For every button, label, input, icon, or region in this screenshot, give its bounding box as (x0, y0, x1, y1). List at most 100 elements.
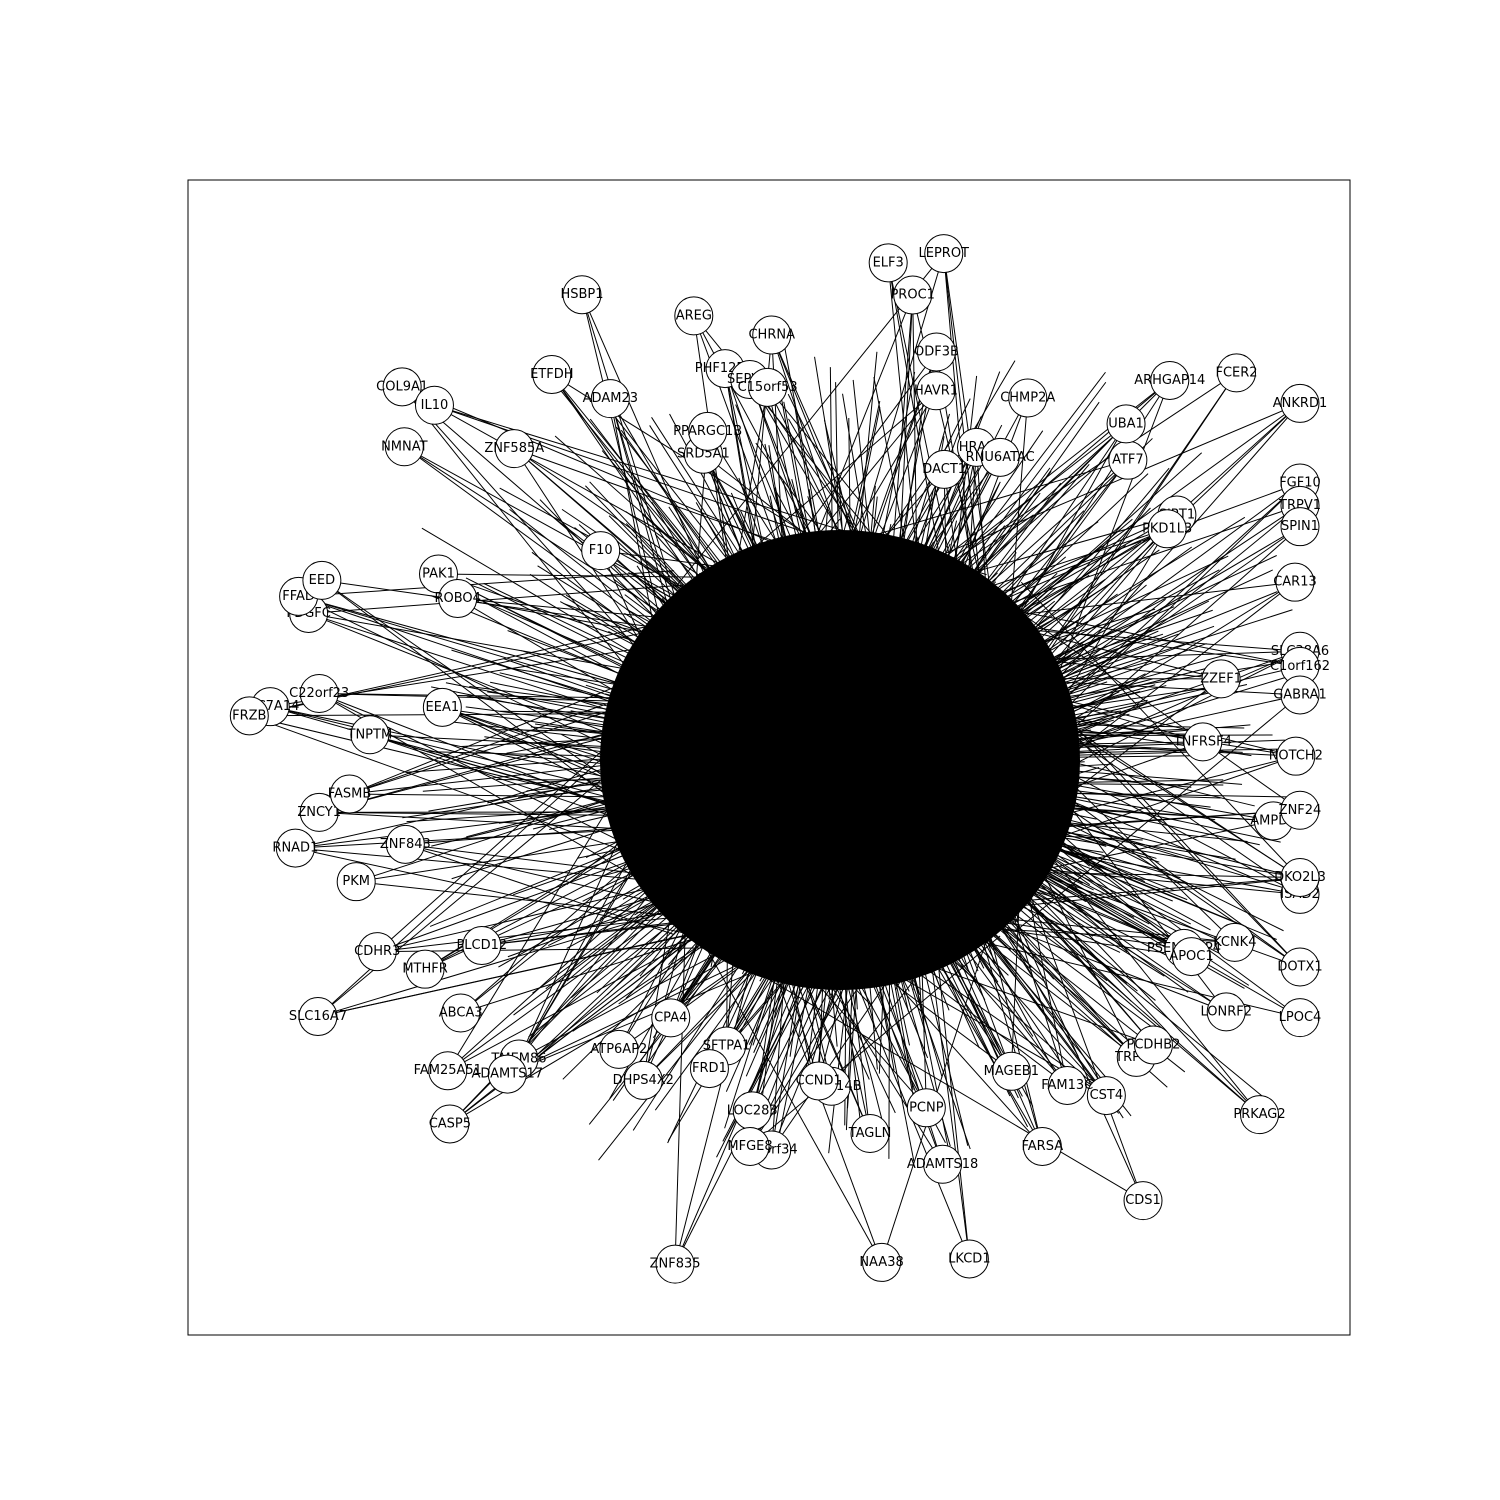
node-label: EEA1 (426, 700, 460, 715)
graph-node: ETFDH (530, 355, 573, 395)
graph-edge (922, 719, 1114, 769)
node-circle (1206, 992, 1246, 1032)
graph-edge (878, 766, 1211, 808)
graph-edge (873, 862, 914, 1090)
graph-edge (796, 937, 801, 960)
graph-edge (838, 477, 856, 735)
node-circle (1106, 404, 1146, 444)
graph-edge (904, 721, 1101, 762)
graph-edge (900, 643, 1207, 752)
graph-edge (871, 775, 1094, 937)
graph-edge (679, 764, 847, 947)
graph-node: CPA4 (651, 998, 691, 1038)
node-circle (1022, 1126, 1062, 1166)
node-label: ATF7 (1112, 453, 1144, 468)
node-circle (438, 579, 478, 619)
node-label: GABRA1 (1273, 687, 1327, 702)
node-circle (924, 234, 964, 274)
node-label: EED (309, 573, 335, 588)
graph-edge (520, 850, 767, 1074)
graph-edge (913, 924, 965, 971)
graph-edge (654, 533, 820, 719)
node-label: F10 (589, 543, 613, 558)
node-label: ZZEF1 (1200, 671, 1242, 686)
graph-node: ZNF843 (380, 824, 431, 864)
graph-edge (545, 833, 748, 990)
graph-node: MAGEB1 (984, 1051, 1039, 1091)
graph-edge (914, 798, 1239, 951)
node-label: LKCD1 (948, 1251, 990, 1266)
graph-edge (880, 775, 1097, 820)
graph-edge (461, 735, 658, 748)
graph-edge (828, 799, 840, 1000)
plot-frame (187, 179, 1351, 1336)
node-circle (1275, 562, 1315, 602)
graph-edge (434, 719, 802, 762)
graph-edge (986, 889, 1121, 953)
graph-edge (847, 860, 867, 1109)
graph-edge (889, 820, 1053, 1024)
graph-edge (745, 946, 803, 1077)
graph-edge (890, 811, 1073, 1080)
node-circle (906, 1088, 946, 1128)
graph-edge (667, 606, 822, 729)
graph-node: ADAMTS18 (907, 1144, 978, 1184)
graph-edge (985, 846, 1189, 993)
graph-edge (507, 878, 724, 958)
node-label: C1orf162 (1270, 659, 1330, 674)
node-label: ARHGAP14 (1134, 373, 1205, 388)
node-label: PAK1 (422, 567, 455, 582)
node-label: LOC283 (727, 1103, 778, 1118)
graph-edge (807, 496, 847, 621)
graph-edge (675, 253, 945, 588)
graph-edge (799, 533, 850, 757)
graph-edge (661, 597, 744, 701)
node-circle (1240, 1095, 1280, 1135)
node-circle (923, 1144, 963, 1184)
node-circle (655, 1244, 695, 1284)
graph-edge (632, 813, 837, 1131)
graph-node: NOTCH2 (1269, 736, 1323, 776)
graph-edge (1024, 838, 1250, 986)
graph-edge (530, 726, 805, 754)
graph-edge (654, 909, 802, 1111)
graph-edge (484, 736, 719, 767)
node-circle (688, 411, 728, 451)
graph-edge (1007, 862, 1022, 871)
graph-edge (1033, 654, 1227, 709)
graph-node: ANKRD1 (1273, 383, 1327, 423)
graph-edge (857, 714, 1023, 757)
graph-edge (615, 426, 834, 709)
graph-edge (642, 514, 746, 607)
graph-edge (676, 599, 708, 658)
graph-edge (1027, 811, 1194, 859)
graph-edge (465, 706, 817, 753)
graph-edge (853, 521, 1073, 757)
graph-node: PCNP (906, 1088, 946, 1128)
graph-edge (740, 510, 844, 729)
node-label: FAM13C (1041, 1078, 1093, 1093)
node-circle (862, 1242, 902, 1282)
node-label: LPOC4 (1279, 1010, 1322, 1025)
graph-node: CAR13 (1273, 562, 1317, 602)
node-circle (991, 1051, 1031, 1091)
node-label: FAM25A51 (414, 1063, 482, 1078)
graph-edge (912, 751, 1092, 768)
graph-edge (753, 861, 839, 1053)
graph-edge (718, 800, 826, 1068)
graph-edge (950, 375, 978, 599)
graph-node: FRD1 (689, 1049, 729, 1089)
graph-edge (469, 685, 732, 721)
graph-edge (954, 608, 1156, 670)
graph-node: C22orf23 (289, 674, 349, 714)
node-layer: AMPD3TPRB3ISAD2DKO2L3DOTX1KCNK4PSEMINBP4… (229, 234, 1330, 1284)
graph-edge (513, 448, 719, 589)
node-label: ANKRD1 (1273, 396, 1327, 411)
graph-edge (957, 521, 1099, 618)
node-circle (336, 862, 376, 902)
graph-node: FASMB (328, 774, 371, 814)
graph-edge (809, 866, 869, 1071)
graph-edge (939, 685, 1222, 728)
graph-node: AREG (674, 296, 714, 336)
